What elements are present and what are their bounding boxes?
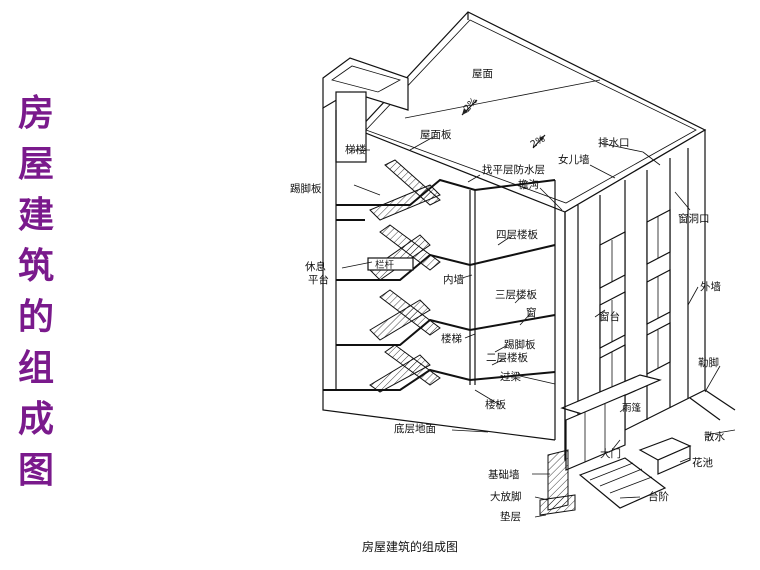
- right-facade: [560, 128, 706, 509]
- label-exterior-wall: 外墙: [700, 280, 721, 293]
- label-canopy: 雨篷: [622, 402, 642, 414]
- label-foundation-wall: 基础墙: [488, 468, 520, 481]
- title-char-5: 的: [17, 297, 54, 338]
- title-char-6: 组: [17, 348, 54, 389]
- label-roof: 屋面: [472, 68, 493, 80]
- label-railing: 栏杆: [375, 259, 395, 271]
- label-leveling-waterproof: 找平层防水层: [482, 163, 545, 176]
- stair-flights: [367, 159, 441, 393]
- label-third-floor-slab: 三层楼板: [495, 288, 537, 301]
- floor-slabs: [323, 178, 566, 460]
- title-char-2: 屋: [17, 144, 54, 185]
- roof-outline: [356, 11, 707, 213]
- title-char-3: 建: [17, 195, 54, 236]
- slope-arrows: [461, 99, 546, 149]
- label-rest-platform-1: 休息: [305, 260, 326, 273]
- label-floor-slab: 楼板: [485, 398, 506, 411]
- vertical-title: 房 屋 建 筑 的 组 成 图: [14, 88, 58, 496]
- label-apron: 散水: [704, 430, 725, 443]
- title-char-7: 成: [17, 399, 54, 440]
- label-inner-wall: 内墙: [443, 273, 464, 286]
- label-second-floor-slab: 二层楼板: [486, 351, 528, 364]
- label-fourth-floor-slab: 四层楼板: [496, 228, 538, 241]
- label-kick-board-top: 踢脚板: [290, 182, 322, 195]
- label-window-sill: 窗台: [599, 310, 620, 323]
- label-ground-floor: 底层地面: [394, 422, 436, 435]
- figure-caption: 房屋建筑的组成图: [361, 540, 458, 554]
- label-stairs: 楼梯: [441, 332, 462, 345]
- label-flower-bed: 花池: [692, 456, 713, 469]
- label-kick-board: 踢脚板: [504, 338, 536, 351]
- label-rest-platform-2: 平台: [308, 273, 329, 286]
- leader-lines: [341, 135, 736, 518]
- label-stairwell: 梯楼: [345, 143, 366, 156]
- label-drain-outlet: 排水口: [598, 136, 630, 149]
- label-steps: 台阶: [648, 490, 669, 503]
- label-parapet: 女儿墙: [558, 153, 590, 166]
- label-roof-slab: 屋面板: [420, 128, 452, 141]
- label-gutter: 檐沟: [518, 178, 539, 191]
- label-window-hole: 窗洞口: [678, 212, 710, 225]
- label-footing: 大放脚: [490, 490, 522, 503]
- title-char-8: 图: [17, 450, 54, 491]
- title-char-4: 筑: [17, 246, 54, 287]
- title-char-1: 房: [17, 93, 54, 134]
- label-main-door: 大门: [600, 447, 621, 460]
- label-cushion: 垫层: [500, 510, 521, 523]
- label-plinth: 勒脚: [698, 356, 719, 369]
- label-lintel: 过梁: [500, 370, 521, 383]
- label-window: 窗: [526, 306, 537, 319]
- foundation: [322, 389, 736, 516]
